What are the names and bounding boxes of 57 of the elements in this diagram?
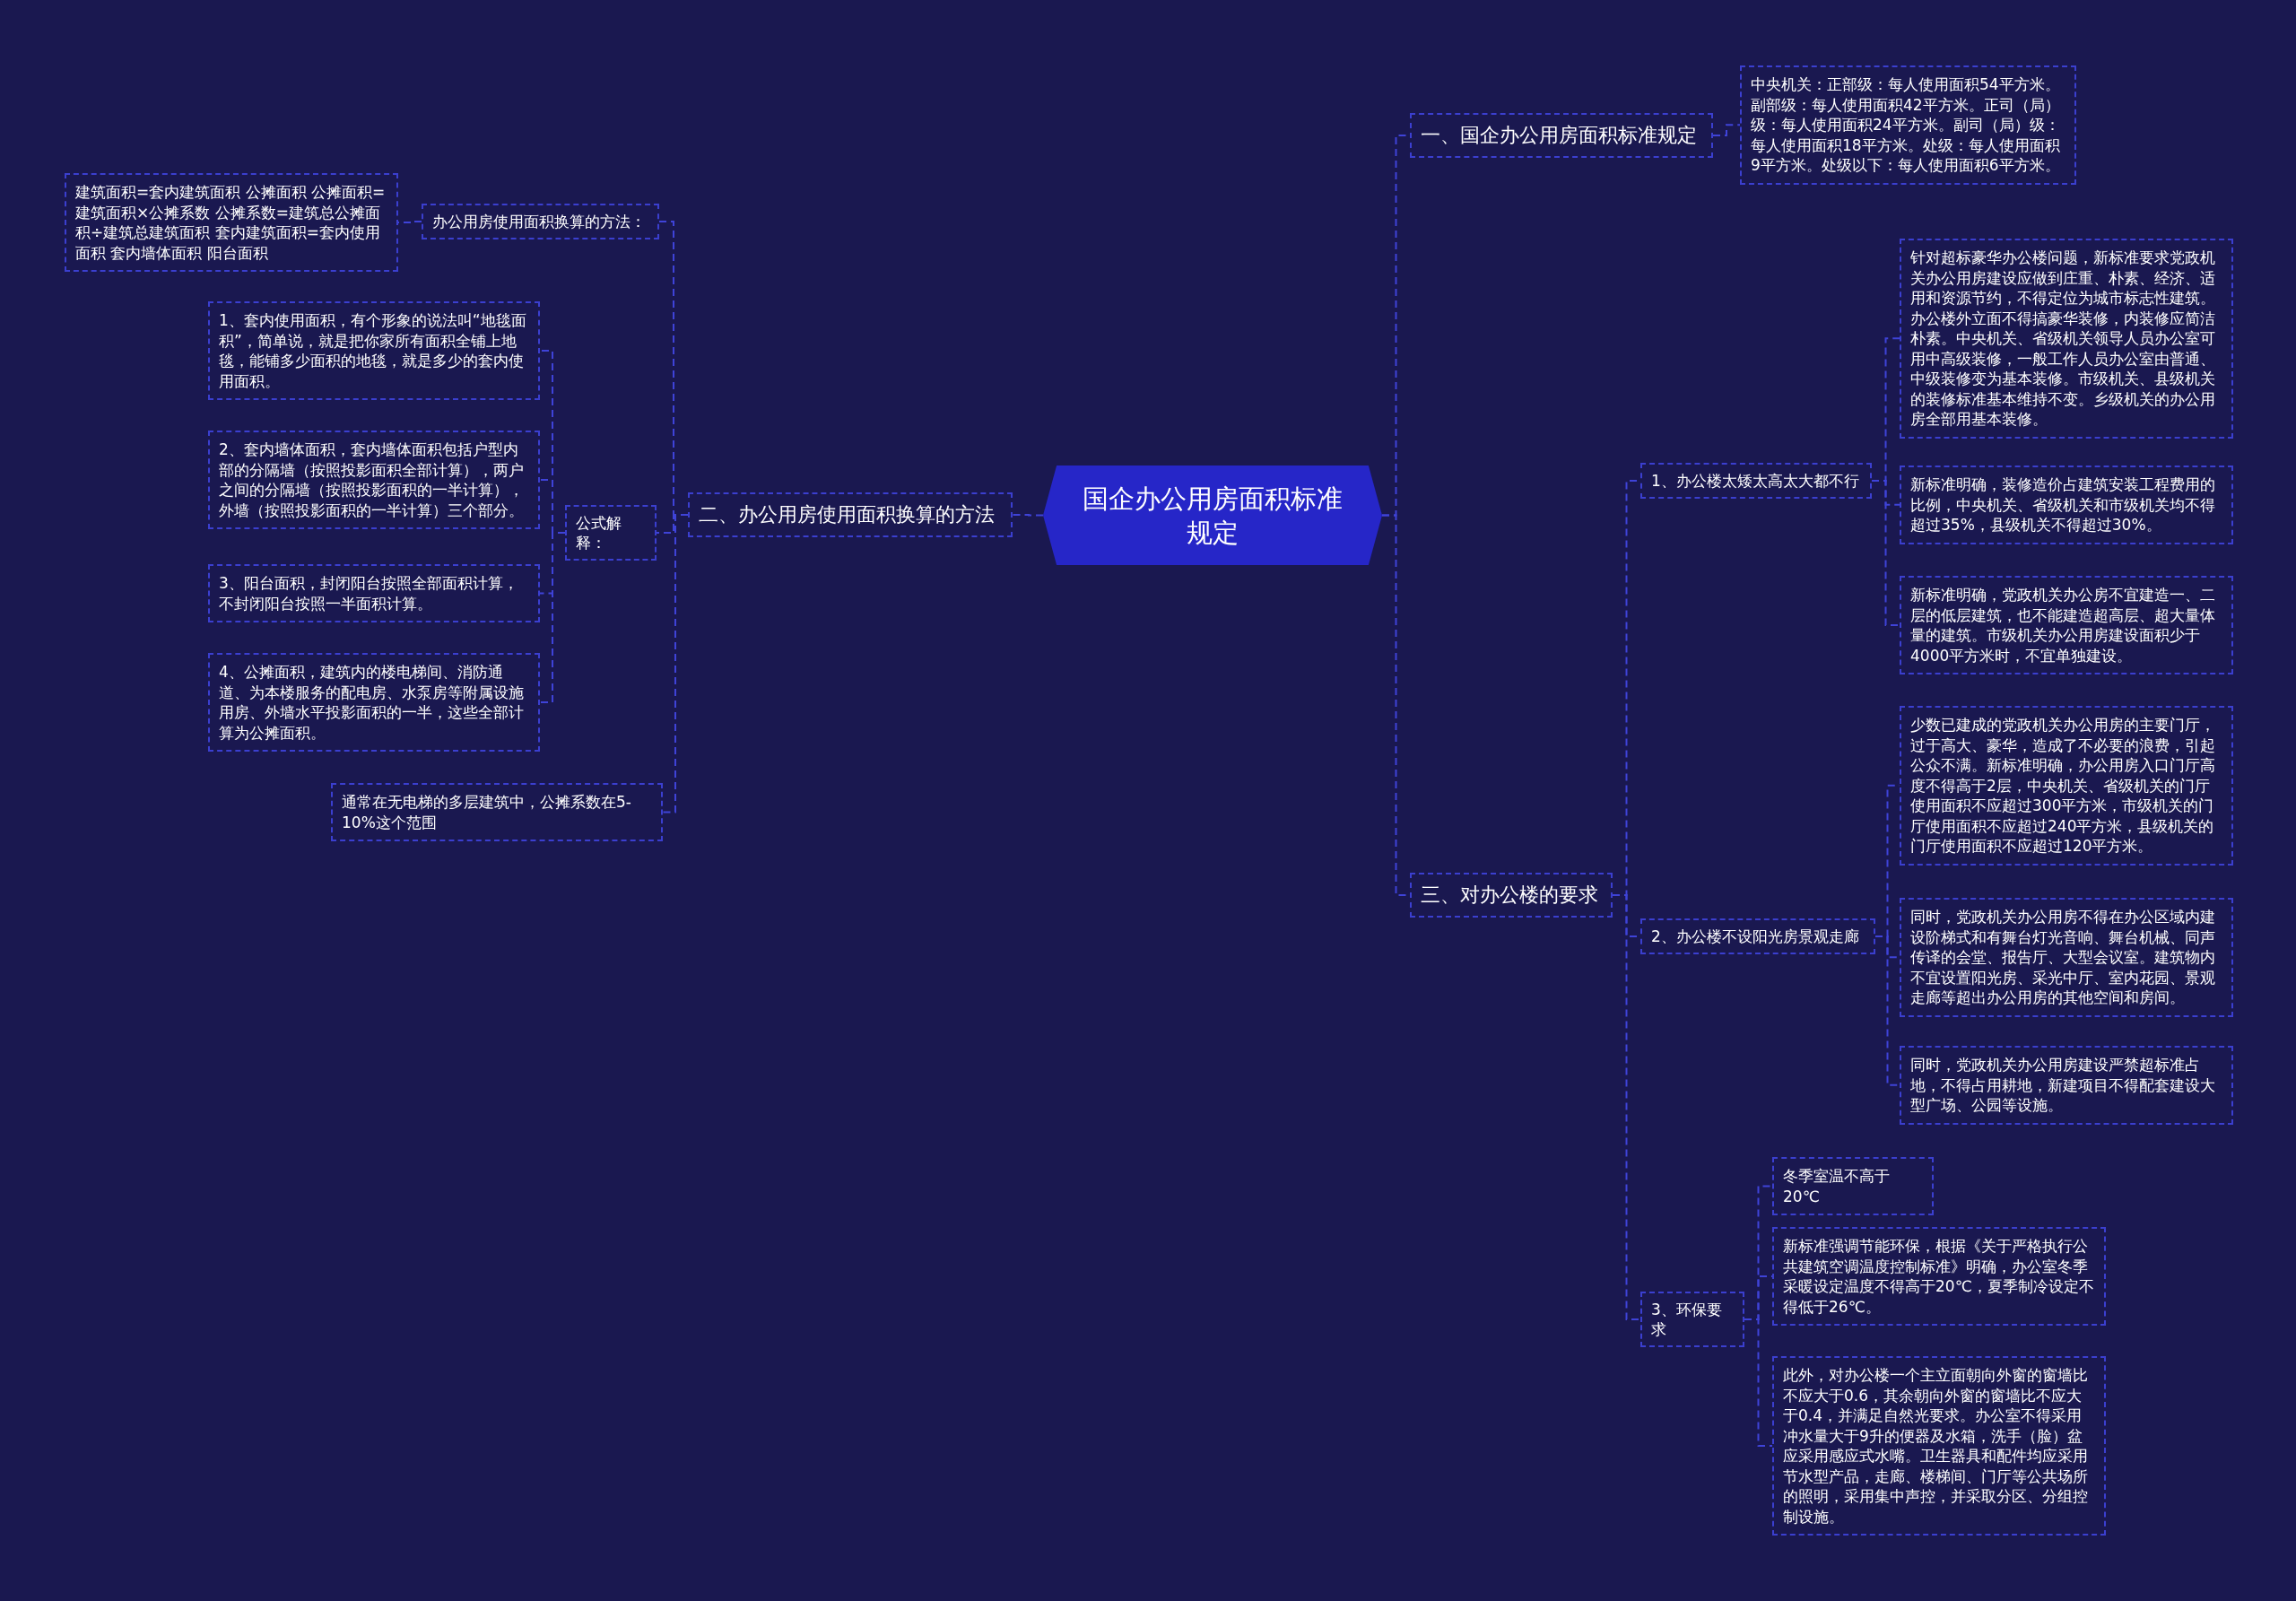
branch-topic-box — [1410, 873, 1613, 918]
branch-topic-text: 一、国企办公用房面积标准规定 — [1421, 123, 1698, 148]
connector-line — [662, 514, 689, 814]
detail-box — [1900, 898, 2233, 1017]
connector-line — [1612, 894, 1641, 1320]
detail-box — [208, 653, 540, 752]
subtopic-box — [565, 505, 657, 561]
detail-box — [1772, 1227, 2106, 1326]
connector-line — [1712, 124, 1741, 136]
detail-box — [1900, 706, 2233, 866]
detail-box — [1900, 1046, 2233, 1125]
subtopic-text: 3、环保要求 — [1651, 1300, 1723, 1339]
detail-text: 同时，党政机关办公用房不得在办公区域内建设阶梯式和有舞台灯光音响、舞台机械、同声传译的会堂、报告厅、大型会议室。建筑物内不宜设置阳光房、采光中厅、室内花园、景观走廊等超出办公用房的其他空间和房间。 — [1910, 907, 2216, 1008]
branch-topic-box — [688, 492, 1013, 537]
subtopic-box — [1640, 463, 1872, 499]
connector-line — [1744, 1318, 1773, 1447]
detail-text: 1、套内使用面积，有个形象的说法叫“地毯面积”，简单说，就是把你家所有面积全铺上地毯，能铺多少面积的地毯，就是多少的套内使用面积。 — [219, 310, 527, 391]
detail-box — [1772, 1356, 2106, 1536]
connector-line — [397, 221, 422, 223]
detail-box — [1900, 466, 2233, 544]
detail-text: 新标准明确，党政机关办公房不宜建造一、二层的低层建筑，也不能建造超高层、超大量体量的建筑。市级机关办公用房建设面积少于4000平方米时，不宜单独建设。 — [1910, 585, 2216, 666]
detail-box — [208, 564, 540, 622]
connector-line — [1012, 514, 1044, 517]
detail-text: 同时，党政机关办公用房建设严禁超标准占地，不得占用耕地，新建项目不得配套建设大型广场、公园等设施。 — [1910, 1055, 2216, 1116]
subtopic-box — [422, 204, 659, 239]
detail-text: 针对超标豪华办公楼问题，新标准要求党政机关办公用房建设应做到庄重、朴素、经济、适用和资源节约，不得定位为城市标志性建筑。办公楼外立面不得搞豪华装修，内装修应简洁朴素。中央机关、省级机关领导人员办公室可用中高级装修，一般工作人员办公室由普通、中级装修变为基本装修。市级机关、县级机关的装修标准基本维持不变。乡级机关的办公用房全部用基本装修。 — [1910, 248, 2216, 430]
branch-topic-text: 二、办公用房使用面积换算的方法 — [699, 502, 996, 527]
detail-box — [1740, 65, 2076, 185]
detail-box — [208, 431, 540, 529]
subtopic-text: 办公用房使用面积换算的方法： — [432, 212, 647, 231]
branch-topic-text: 三、对办公楼的要求 — [1421, 883, 1599, 908]
subtopic-text: 1、办公楼太矮太高太大都不行 — [1651, 471, 1860, 491]
connector-line — [1871, 480, 1900, 626]
subtopic-text: 公式解释： — [576, 513, 622, 553]
subtopic-text: 2、办公楼不设阳光房景观走廊 — [1651, 927, 1860, 946]
detail-text: 少数已建成的党政机关办公用房的主要门厅，过于高大、豪华，造成了不必要的浪费，引起公众不满。新标准明确，办公用房入口门厅高度不得高于2层，中央机关、省级机关的门厅使用面积不应超过300平方米，市级机关的门厅使用面积不应超过240平方米，县级机关的门厅使用面积不应超过120平方米。 — [1910, 715, 2216, 857]
detail-text: 中央机关：正部级：每人使用面积54平方米。副部级：每人使用面积42平方米。正司（局）级：每人使用面积24平方米。副司（局）级：每人使用面积18平方米。处级：每人使用面积9平方米。处级以下：每人使用面积6平方米。 — [1751, 74, 2061, 176]
detail-box — [1900, 576, 2233, 674]
detail-box — [1900, 239, 2233, 439]
detail-box — [65, 173, 398, 272]
detail-text: 2、套内墙体面积，套内墙体面积包括户型内部的分隔墙（按照投影面积全部计算），两户之间的分隔墙（按照投影面积的一半计算），外墙（按照投影面积的一半计算）三个部分。 — [219, 439, 525, 520]
detail-text: 新标准强调节能环保，根据《关于严格执行公共建筑空调温度控制标准》明确，办公室冬季采暖设定温度不得高于20℃，夏季制冷设定不得低于26℃。 — [1783, 1236, 2095, 1317]
detail-text: 新标准明确，装修造价占建筑安装工程费用的比例，中央机关、省级机关和市级机关均不得超过35%，县级机关不得超过30%。 — [1910, 474, 2216, 535]
detail-text: 4、公摊面积，建筑内的楼电梯间、消防通道、为本楼服务的配电房、水泵房等附属设施用房、外墙水平投影面积的一半，这些全部计算为公摊面积。 — [219, 662, 525, 743]
detail-box — [208, 301, 540, 400]
connector-line — [539, 532, 566, 703]
subtopic-box — [1640, 1292, 1744, 1347]
detail-box — [331, 783, 663, 841]
detail-text: 通常在无电梯的多层建筑中，公摊系数在5-10%这个范围 — [342, 792, 632, 832]
detail-text: 建筑面积=套内建筑面积 公摊面积 公摊面积=建筑面积×公摊系数 公摊系数=建筑总公摊面积÷建筑总建筑面积 套内建筑面积=套内使用面积 套内墙体面积 阳台面积 — [75, 182, 387, 263]
detail-text: 3、阳台面积，封闭阳台按照全部面积计算，不封闭阳台按照一半面积计算。 — [219, 573, 519, 613]
central-topic-text: 国企办公用房面积标准规定 — [1082, 482, 1344, 550]
detail-text: 此外，对办公楼一个主立面朝向外窗的窗墙比不应大于0.6，其余朝向外窗的窗墙比不应大于0.4，并满足自然光要求。办公室不得采用冲水量大于9升的便器及水箱，洗手（脸）盆应采用感应式水嘴。卫生器具和配件均应采用节水型产品，走廊、楼梯间、门厅等公共场所的照明，采用集中声控，并采取分区、分组控制设施。 — [1783, 1365, 2089, 1527]
branch-topic-box — [1410, 113, 1713, 158]
detail-box — [1772, 1157, 1934, 1215]
detail-text: 冬季室温不高于20℃ — [1783, 1166, 1891, 1206]
subtopic-box — [1640, 918, 1875, 954]
